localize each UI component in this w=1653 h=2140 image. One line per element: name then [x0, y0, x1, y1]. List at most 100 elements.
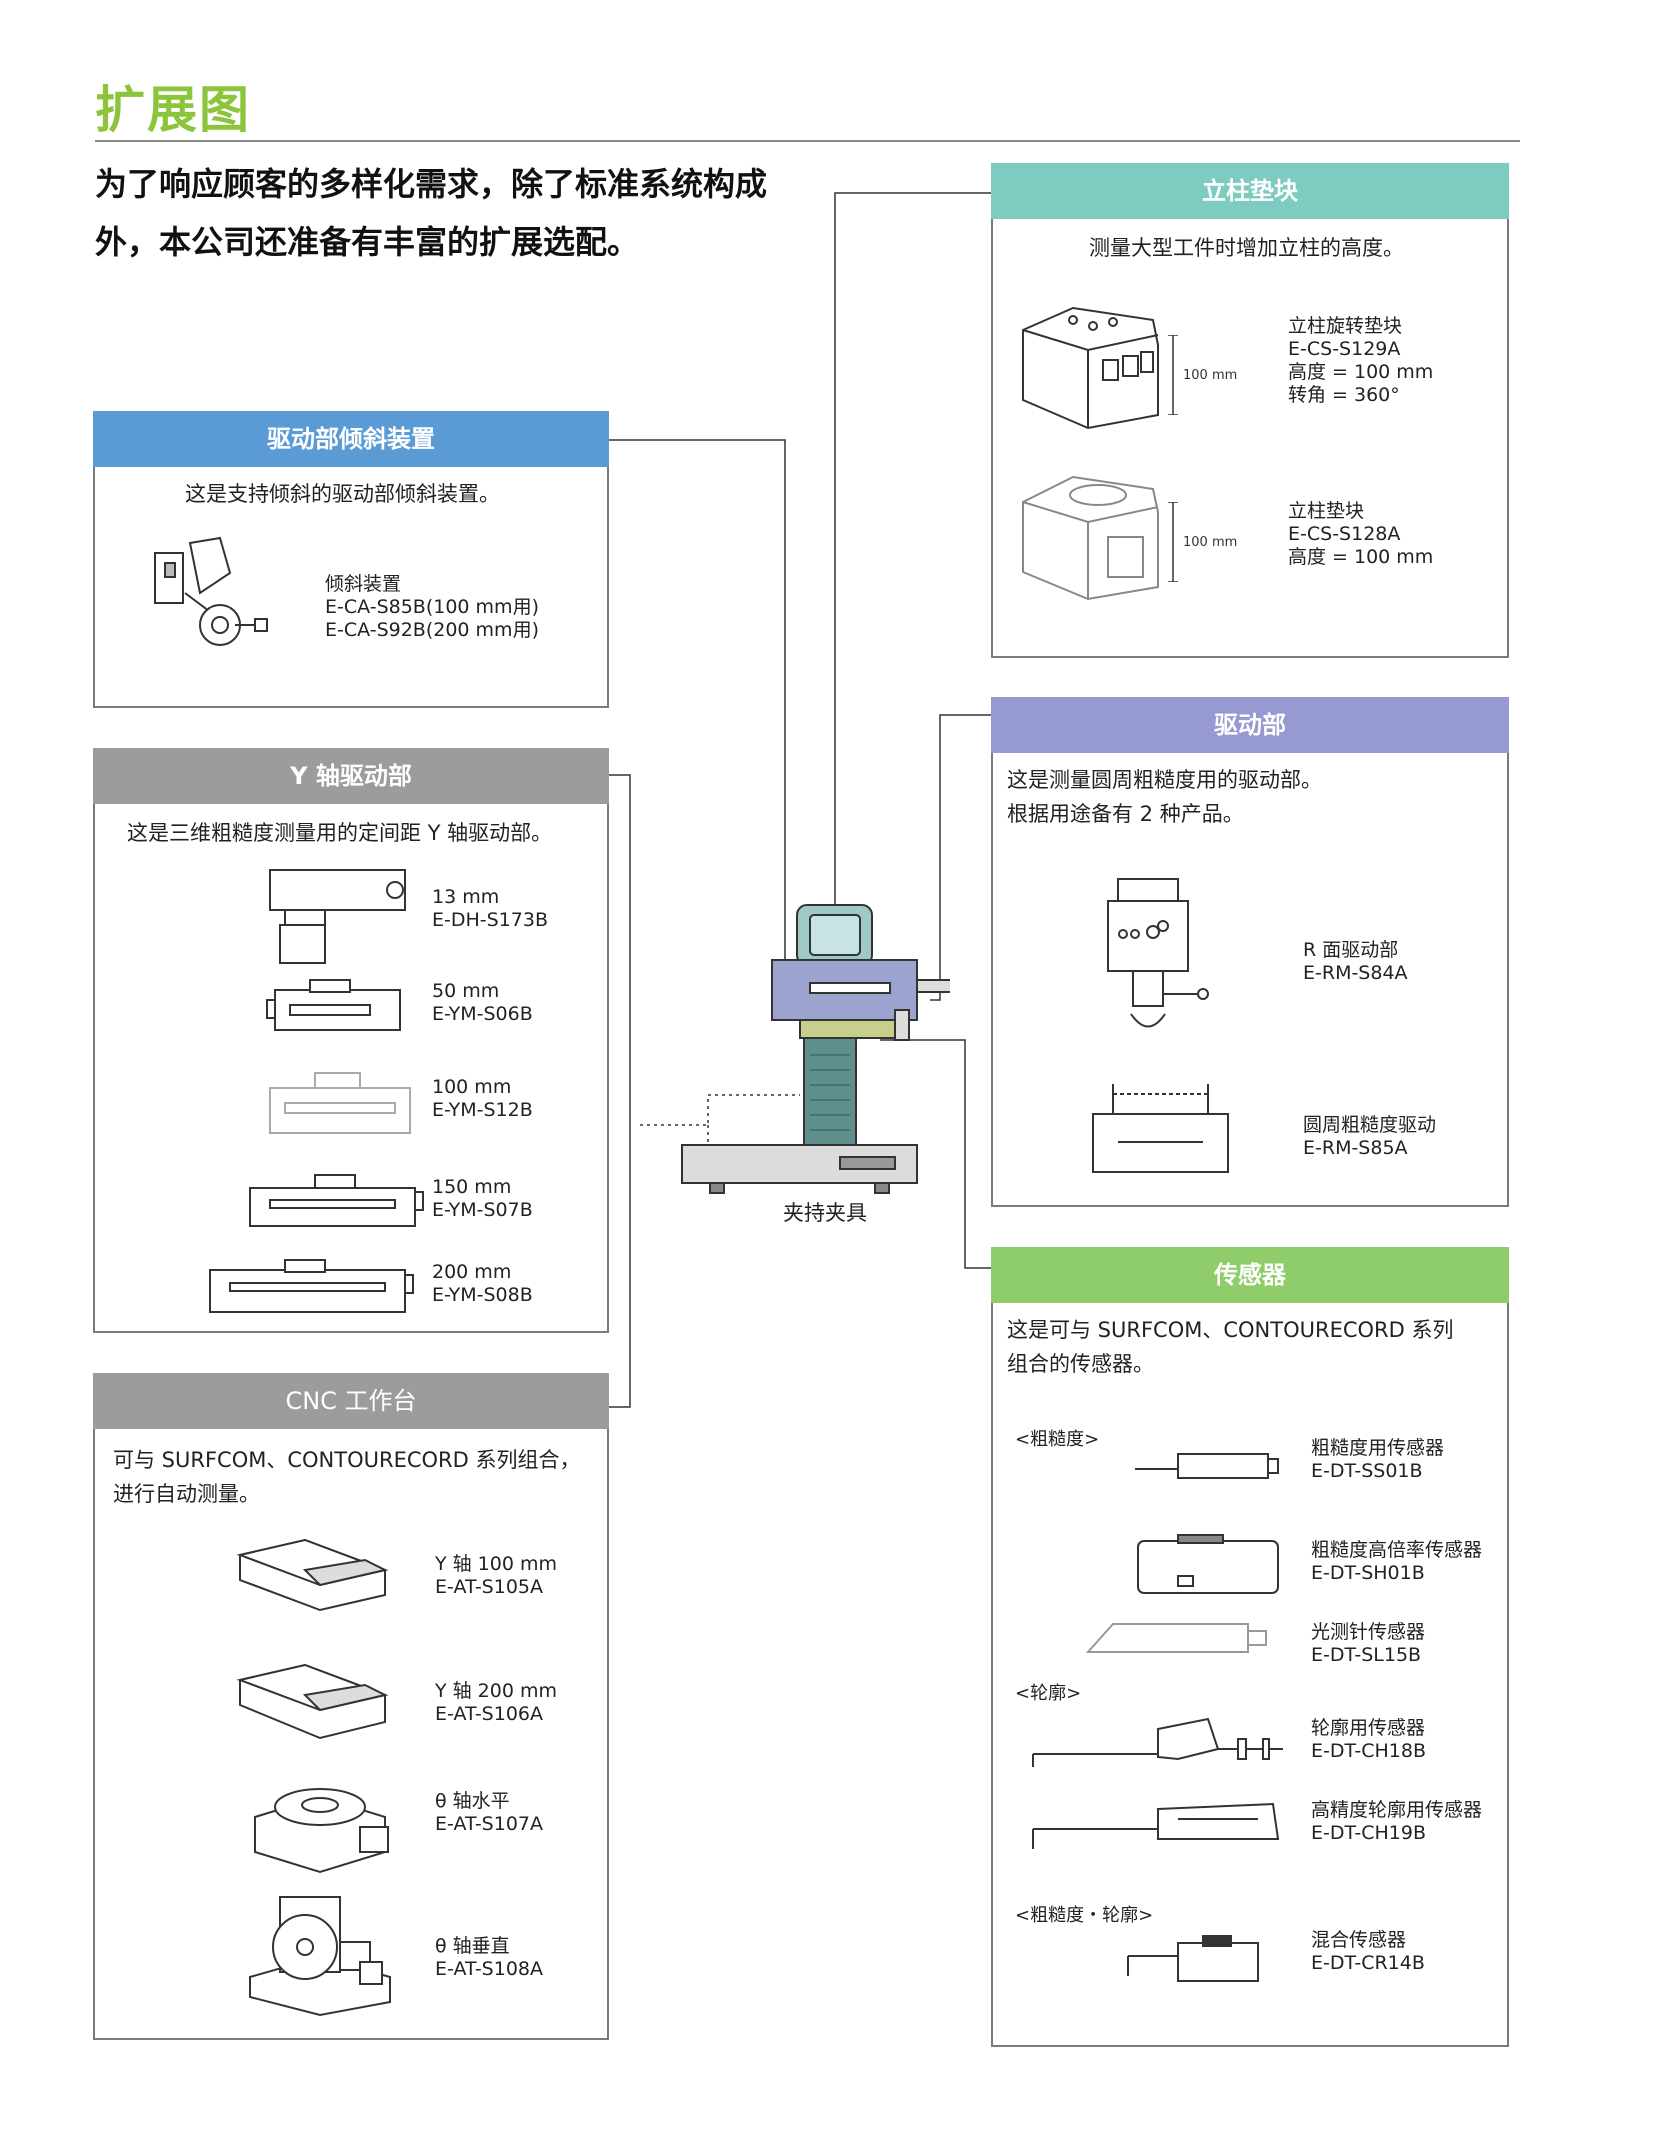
drive-item-1-name: R 面驱动部 [1303, 939, 1399, 961]
sensor-item-5-code: E-DT-CH19B [1311, 1822, 1426, 1844]
y-axis-item-4-size: 150 mm [432, 1176, 512, 1198]
drive-unit-desc-1: 这是测量圆周粗糙度用的驱动部。 [1007, 768, 1322, 792]
tilt-device-illustration [154, 536, 268, 646]
y-axis-item-2-size: 50 mm [432, 980, 500, 1002]
sensor-item-1: 粗糙度用传感器 E-DT-SS01B [1311, 1437, 1444, 1483]
y-axis-drive-desc: 这是三维粗糙度测量用的定间距 Y 轴驱动部。 [127, 821, 553, 845]
sensor-item-5: 高精度轮廓用传感器 E-DT-CH19B [1311, 1799, 1482, 1845]
sensor-panel: 传感器 这是可与 SURFCOM、CONTOURECORD 系列 组合的传感器。… [991, 1247, 1509, 2047]
column-fixed-spacer-illustration [1022, 475, 1159, 601]
column-item-1-height: 高度 = 100 mm [1288, 361, 1434, 383]
y-axis-item-1-code: E-DH-S173B [432, 909, 548, 931]
y-axis-item-4-code: E-YM-S07B [432, 1199, 533, 1221]
column-item-2: 立柱垫块 E-CS-S128A 高度 = 100 mm [1288, 500, 1433, 569]
tilt-device-code-1: E-CA-S85B(100 mm用) [325, 596, 539, 618]
r-surface-drive-illustration [1107, 878, 1209, 1028]
drive-unit-panel: 驱动部 这是测量圆周粗糙度用的驱动部。 根据用途备有 2 种产品。 R 面驱动部… [991, 697, 1509, 1207]
tilt-device-label: 倾斜装置 E-CA-S85B(100 mm用) E-CA-S92B(200 mm… [325, 573, 539, 642]
roughness-sensor-illustration [1135, 1453, 1279, 1479]
drive-item-2: 圆周粗糙度驱动 E-RM-S85A [1303, 1114, 1436, 1160]
y-axis-item-5: 200 mm E-YM-S08B [432, 1261, 533, 1307]
sensor-item-6: 混合传感器 E-DT-CR14B [1311, 1929, 1425, 1975]
sensor-category-mixed: <粗糙度・轮廓> [1015, 1905, 1154, 1926]
cnc-stage-header: CNC 工作台 [93, 1373, 609, 1429]
y-axis-item-1: 13 mm E-DH-S173B [432, 886, 548, 932]
column-spacer-header: 立柱垫块 [991, 163, 1509, 219]
cnc-item-3-code: E-AT-S107A [435, 1813, 544, 1835]
y-axis-200mm-illustration [209, 1259, 414, 1313]
cnc-item-1: Y 轴 100 mm E-AT-S105A [435, 1553, 557, 1599]
tilt-device-desc: 这是支持倾斜的驱动部倾斜装置。 [185, 482, 500, 506]
sensor-item-6-code: E-DT-CR14B [1311, 1952, 1425, 1974]
sensor-item-1-code: E-DT-SS01B [1311, 1460, 1423, 1482]
column-spacer-dim-1 [1168, 335, 1178, 415]
sensor-item-4-code: E-DT-CH18B [1311, 1740, 1426, 1762]
cnc-y100-illustration [236, 1538, 389, 1612]
tilt-device-name: 倾斜装置 [325, 573, 402, 595]
sensor-item-3-code: E-DT-SL15B [1311, 1644, 1422, 1666]
y-axis-item-1-size: 13 mm [432, 886, 500, 908]
y-axis-item-2-code: E-YM-S06B [432, 1003, 533, 1025]
sensor-item-6-name: 混合传感器 [1311, 1929, 1407, 1951]
cnc-item-3-name: θ 轴水平 [435, 1790, 510, 1812]
column-rotary-spacer-illustration [1022, 306, 1159, 430]
circumference-drive-illustration [1092, 1084, 1229, 1173]
cnc-item-4-code: E-AT-S108A [435, 1958, 544, 1980]
sensor-item-3-name: 光测针传感器 [1311, 1621, 1426, 1643]
y-axis-drive-header: Y 轴驱动部 [93, 748, 609, 804]
sensor-item-2: 粗糙度高倍率传感器 E-DT-SH01B [1311, 1539, 1482, 1585]
sensor-header: 传感器 [991, 1247, 1509, 1303]
column-item-2-name: 立柱垫块 [1288, 500, 1365, 522]
y-axis-drive-panel: Y 轴驱动部 这是三维粗糙度测量用的定间距 Y 轴驱动部。 13 mm E-DH… [93, 748, 609, 1333]
cnc-item-4-name: θ 轴垂直 [435, 1935, 510, 1957]
column-spacer-dim-2 [1168, 502, 1178, 582]
drive-item-2-name: 圆周粗糙度驱动 [1303, 1114, 1437, 1136]
sensor-desc-2: 组合的传感器。 [1007, 1352, 1154, 1376]
y-axis-13mm-illustration [269, 869, 406, 964]
high-precision-contour-sensor-illustration [1032, 1802, 1280, 1849]
tilt-device-header: 驱动部倾斜装置 [93, 411, 609, 467]
cnc-y200-illustration [236, 1663, 389, 1740]
hybrid-sensor-illustration [1127, 1935, 1259, 1982]
y-axis-item-4: 150 mm E-YM-S07B [432, 1176, 533, 1222]
y-axis-item-2: 50 mm E-YM-S06B [432, 980, 533, 1026]
cnc-item-1-name: Y 轴 100 mm [435, 1553, 558, 1575]
sensor-category-roughness: <粗糙度> [1015, 1429, 1100, 1450]
y-axis-item-3-size: 100 mm [432, 1076, 512, 1098]
page-title: 扩展图 [95, 81, 251, 139]
cnc-item-3: θ 轴水平 E-AT-S107A [435, 1790, 543, 1836]
cnc-stage-desc-1: 可与 SURFCOM、CONTOURECORD 系列组合， [113, 1448, 581, 1472]
cnc-theta-vertical-illustration [249, 1896, 391, 2017]
column-spacer-desc: 测量大型工件时增加立柱的高度。 [1089, 236, 1404, 260]
cnc-stage-desc-2: 进行自动测量。 [113, 1482, 260, 1506]
sensor-item-5-name: 高精度轮廓用传感器 [1311, 1799, 1483, 1821]
clamp-fixture-caption: 夹持夹具 [783, 1201, 867, 1225]
column-spacer-dim-label-1: 100 mm [1183, 368, 1238, 383]
drive-item-1: R 面驱动部 E-RM-S84A [1303, 939, 1408, 985]
y-axis-50mm-illustration [266, 979, 401, 1031]
intro-text: 为了响应顾客的多样化需求，除了标准系统构成外，本公司还准备有丰富的扩展选配。 [95, 165, 768, 261]
optical-stylus-sensor-illustration [1085, 1623, 1267, 1653]
high-magnification-sensor-illustration [1137, 1534, 1279, 1594]
cnc-item-1-code: E-AT-S105A [435, 1576, 544, 1598]
sensor-desc-1: 这是可与 SURFCOM、CONTOURECORD 系列 [1007, 1318, 1454, 1342]
cnc-item-2-code: E-AT-S106A [435, 1703, 544, 1725]
tilt-device-code-2: E-CA-S92B(200 mm用) [325, 619, 539, 641]
measuring-instrument-illustration [681, 904, 950, 1194]
drive-item-1-code: E-RM-S84A [1303, 962, 1408, 984]
column-spacer-dim-label-2: 100 mm [1183, 535, 1238, 550]
title-divider [95, 140, 1520, 142]
drive-unit-desc-2: 根据用途备有 2 种产品。 [1007, 802, 1244, 826]
y-axis-100mm-illustration [269, 1072, 411, 1134]
drive-item-2-code: E-RM-S85A [1303, 1137, 1408, 1159]
sensor-category-contour: <轮廓> [1015, 1683, 1082, 1704]
column-spacer-panel: 立柱垫块 测量大型工件时增加立柱的高度。 100 mm 立柱旋转垫块 E-CS-… [991, 163, 1509, 658]
sensor-item-4: 轮廓用传感器 E-DT-CH18B [1311, 1717, 1426, 1763]
column-item-1: 立柱旋转垫块 E-CS-S129A 高度 = 100 mm 转角 = 360° [1288, 315, 1433, 407]
y-axis-item-3-code: E-YM-S12B [432, 1099, 533, 1121]
y-axis-item-5-code: E-YM-S08B [432, 1284, 533, 1306]
y-axis-item-3: 100 mm E-YM-S12B [432, 1076, 533, 1122]
cnc-item-2: Y 轴 200 mm E-AT-S106A [435, 1680, 557, 1726]
column-item-2-code: E-CS-S128A [1288, 523, 1401, 545]
